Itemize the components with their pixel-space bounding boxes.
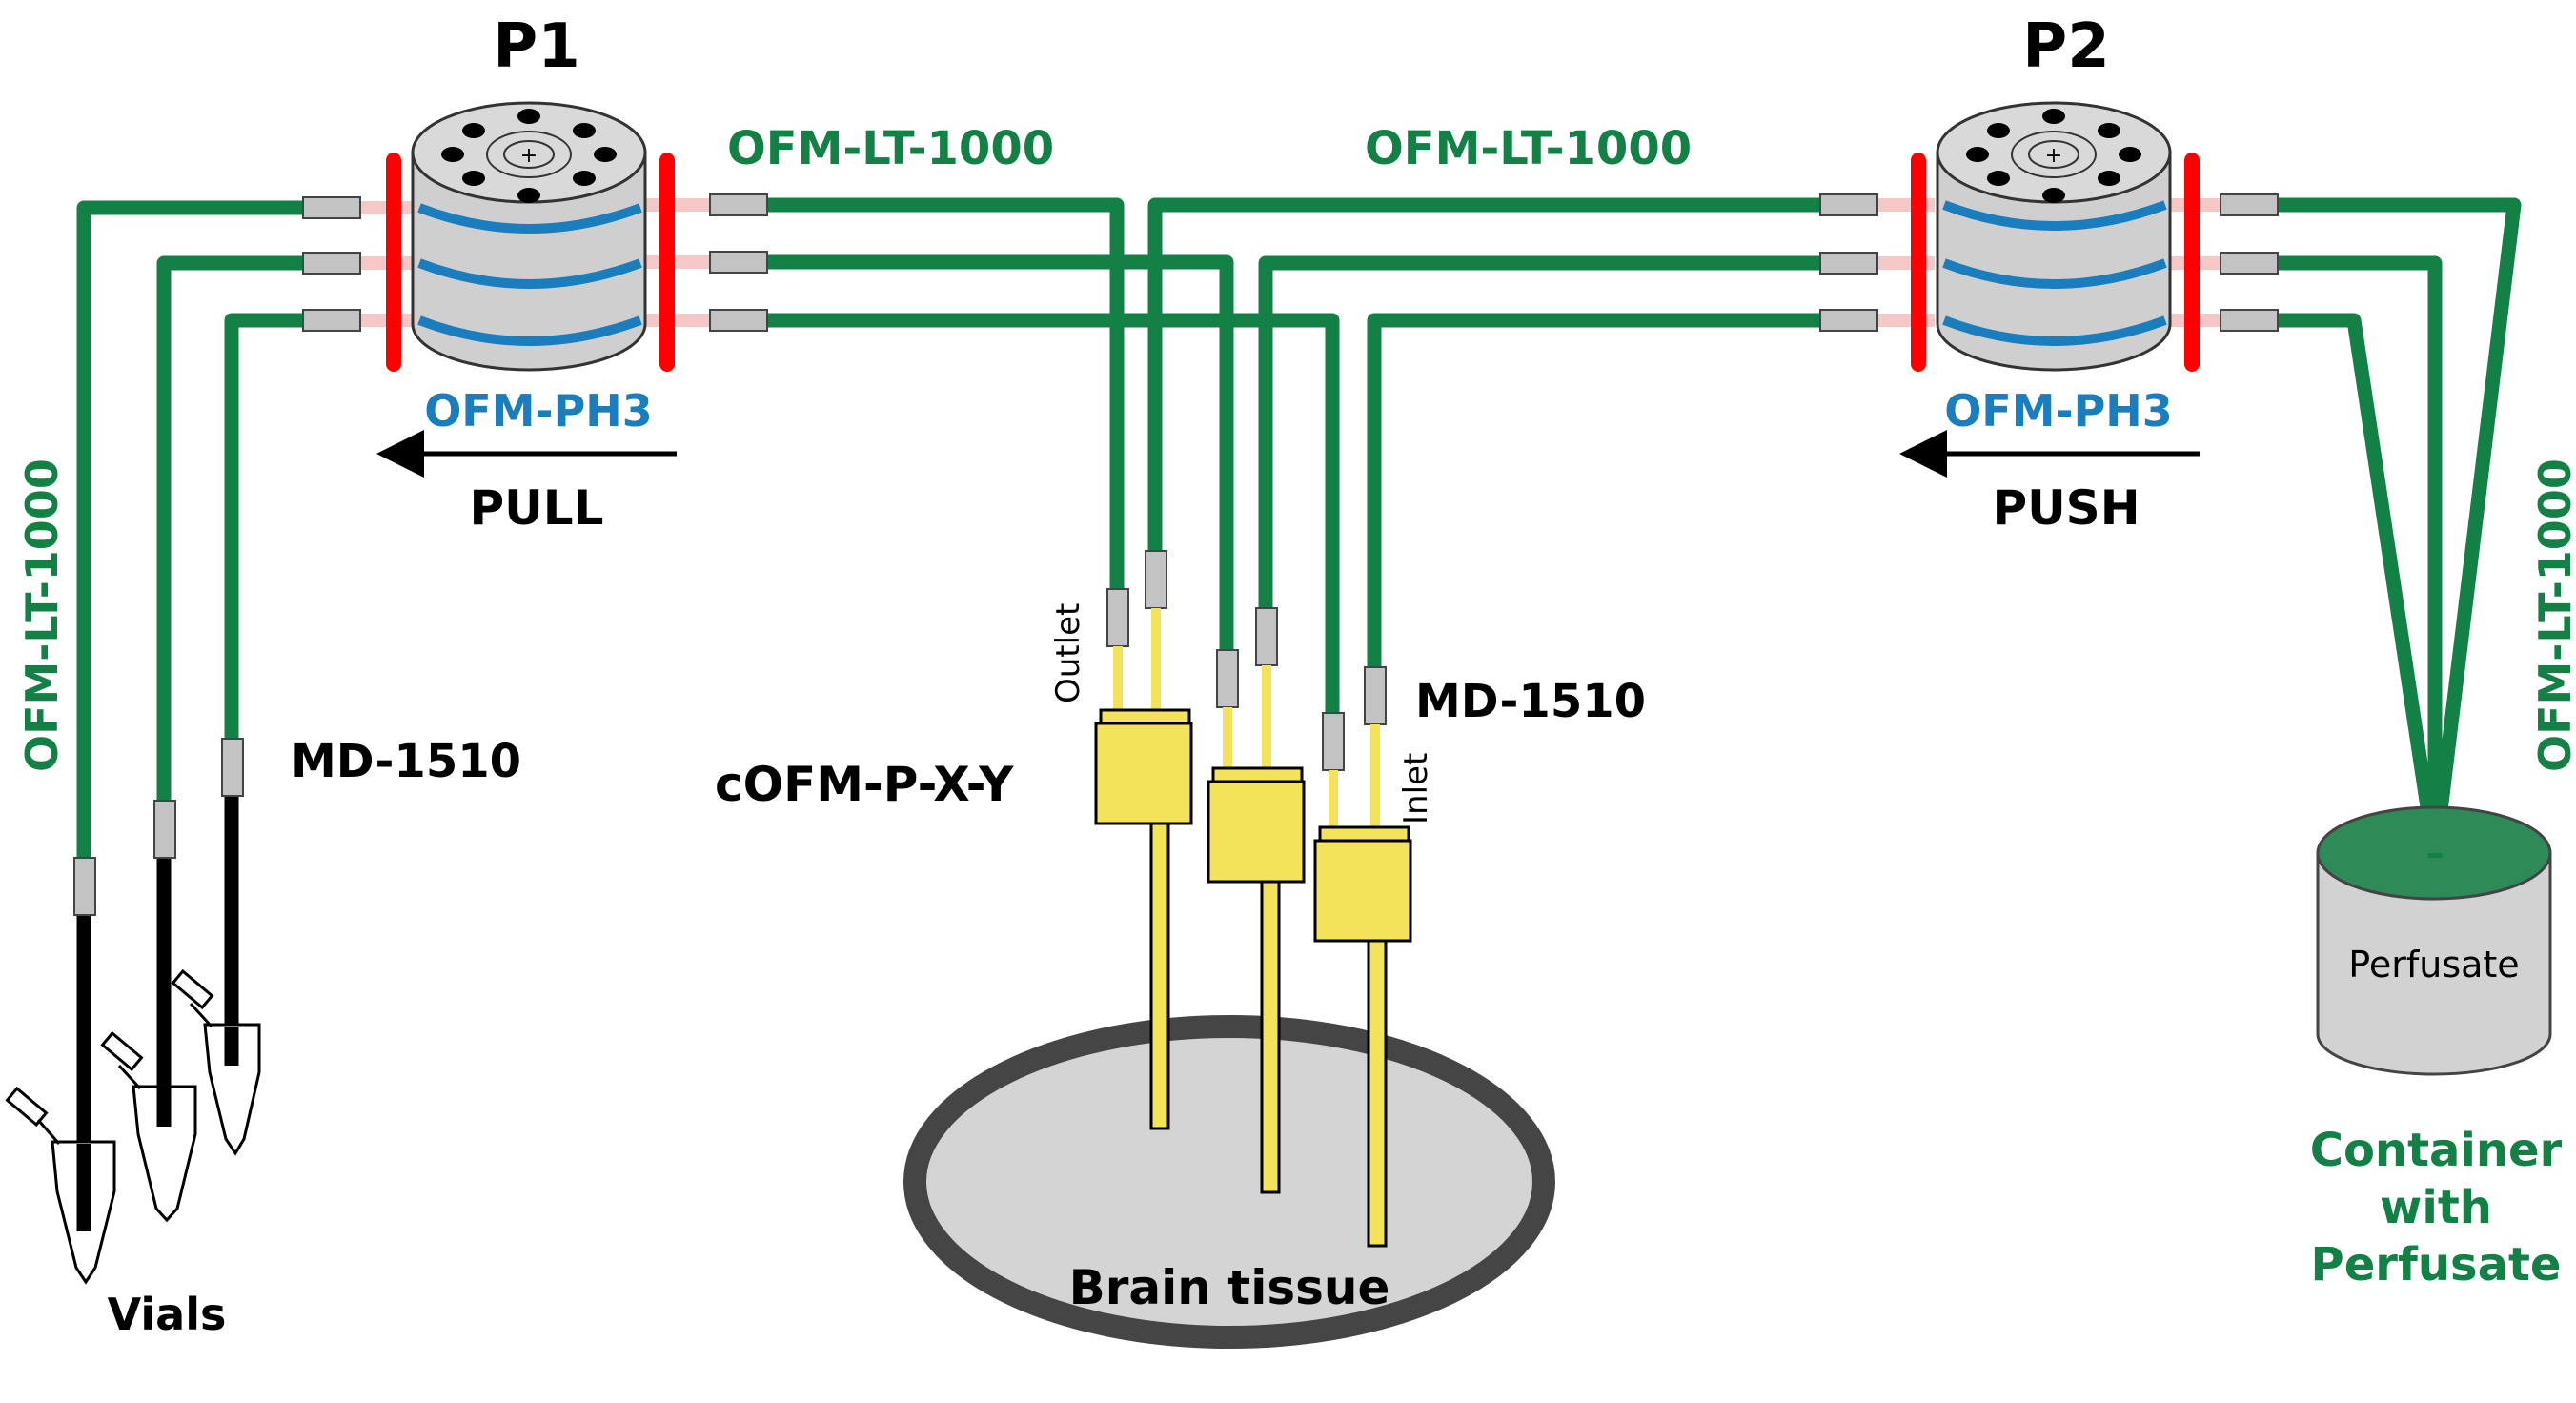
pump-p2-label: P2	[2022, 11, 2109, 82]
tubing-label-right-vertical: OFM-LT-1000	[2529, 458, 2576, 772]
pump-head-label-p1: OFM-PH3	[424, 385, 653, 437]
probe-label: cOFM-P-X-Y	[715, 757, 1014, 812]
tube-p2-inlet-3	[1367, 313, 1820, 667]
svg-text:+: +	[2045, 144, 2062, 168]
vials-label: Vials	[108, 1289, 227, 1340]
md-label-center: MD-1510	[1415, 675, 1646, 728]
tube-p1-outlet-2	[762, 254, 1234, 650]
vial-3	[203, 1023, 261, 1156]
perfusate-container	[2316, 805, 2552, 1076]
perfusate-label: Perfusate	[2348, 944, 2519, 986]
push-label: PUSH	[1992, 480, 2140, 536]
outlet-label: Outlet	[1049, 603, 1087, 703]
tube-vial-3	[224, 313, 303, 739]
tube-p2-inlet-2	[1258, 255, 1820, 608]
tube-perfusate-1	[2273, 197, 2522, 859]
tube-p1-outlet-3	[762, 313, 1340, 713]
pump-p2: +	[1868, 101, 2221, 372]
vial-2	[132, 1085, 197, 1223]
container-label-line2: with	[2380, 1181, 2492, 1234]
pump-head-label-p2: OFM-PH3	[1944, 385, 2173, 437]
tube-perfusate-3	[2273, 313, 2443, 860]
tubing-label-p1-right: OFM-LT-1000	[727, 122, 1054, 175]
brain-tissue-label: Brain tissue	[1069, 1260, 1390, 1315]
container-label-line3: Perfusate	[2311, 1238, 2562, 1291]
pull-label: PULL	[470, 480, 604, 536]
tube-p1-outlet-1	[762, 197, 1125, 589]
tubing-label-middle: OFM-LT-1000	[1365, 122, 1692, 175]
tube-vial-2	[156, 255, 303, 801]
inlet-label: Inlet	[1397, 753, 1435, 824]
svg-text:+: +	[520, 144, 538, 168]
vials	[5, 968, 261, 1285]
tube-connectors	[73, 193, 2279, 916]
probes	[1094, 608, 1412, 1248]
tubing-label-left-vertical: OFM-LT-1000	[16, 458, 68, 772]
tube-vial-1	[76, 200, 303, 858]
md-label-left: MD-1510	[291, 735, 521, 788]
pump-p1-label: P1	[493, 11, 579, 82]
tubing-lines	[76, 197, 2522, 860]
tube-p2-inlet-1	[1147, 197, 1820, 551]
tube-perfusate-2	[2273, 255, 2443, 858]
pump-p1: +	[360, 101, 710, 372]
container-label-line1: Container	[2310, 1124, 2563, 1177]
